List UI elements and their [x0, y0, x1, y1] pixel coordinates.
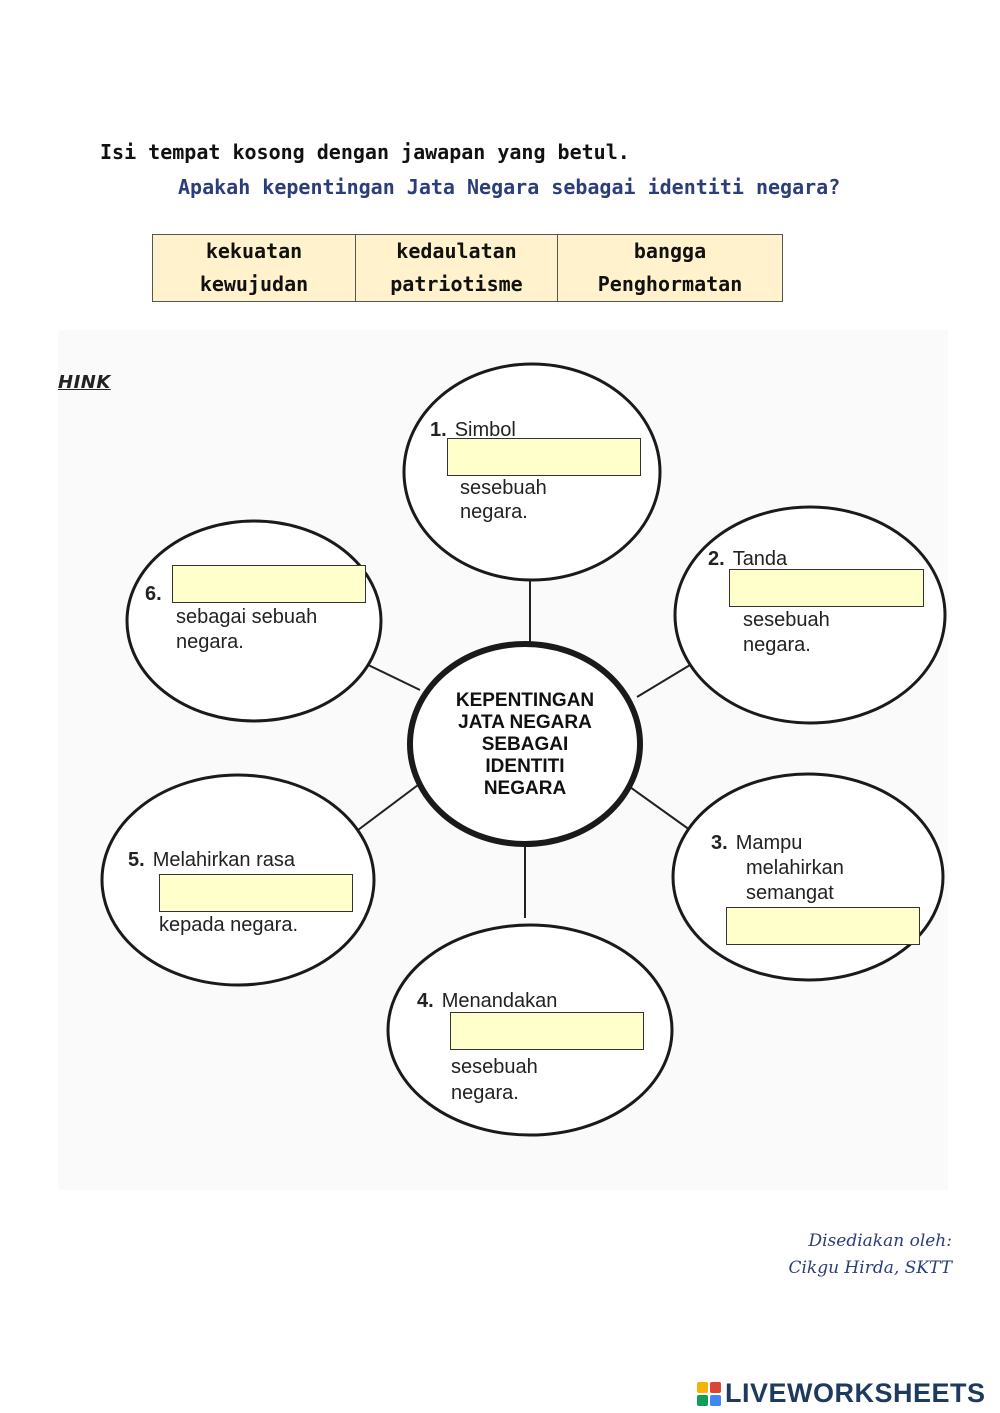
word-bank-word: kekuatan [205, 239, 303, 263]
bubble-2-after-2: negara. [743, 634, 811, 656]
brand-name: LIVEWORKSHEETS [725, 1378, 986, 1408]
bubble-2 [673, 505, 947, 725]
answer-box-5[interactable] [159, 874, 353, 912]
bubble-6-after-2: negara. [176, 631, 244, 653]
bubble-lead-text: Tanda [732, 548, 788, 570]
connector-line [357, 784, 419, 831]
bubble-number: 3. [711, 832, 728, 854]
bubble-6-after-1: sebagai sebuah [176, 606, 318, 628]
bubble-3-lead-2: melahirkan [746, 857, 844, 879]
word-bank-word: Penghormatan [597, 272, 743, 296]
brand-logo-icon [697, 1381, 721, 1406]
word-bank-cell: bangga Penghormatan [557, 234, 783, 302]
connector-line [636, 664, 691, 698]
bubble-5-lead: 5. Melahirkan rasa [128, 848, 295, 873]
center-title: KEPENTINGAN JATA NEGARA SEBAGAI IDENTITI… [425, 690, 625, 800]
brand-footer: LIVEWORKSHEETS [697, 1378, 986, 1409]
bubble-number: 2. [708, 548, 725, 570]
bubble-number: 1. [430, 419, 447, 441]
bubble-number: 4. [417, 990, 434, 1012]
bubble-6-number: 6. [145, 582, 170, 607]
center-title-line: JATA NEGARA [458, 712, 592, 733]
connector-line [361, 661, 421, 691]
bubble-number: 6. [145, 583, 162, 605]
center-title-line: SEBAGAI [481, 734, 569, 755]
instruction-text: Isi tempat kosong dengan jawapan yang be… [100, 140, 630, 164]
answer-box-1[interactable] [447, 438, 641, 476]
word-bank-table: kekuatan kewujudan kedaulatan patriotism… [152, 234, 783, 302]
bubble-1-lead: 1. Simbol [430, 418, 516, 443]
bubble-lead-text: Melahirkan rasa [152, 849, 295, 871]
credit-line: Cikgu Hirda, SKTT [788, 1258, 952, 1278]
center-title-line: KEPENTINGAN [455, 690, 595, 711]
bubble-4-after-2: negara. [451, 1082, 519, 1104]
center-bubble [407, 641, 643, 847]
credit-line: Disediakan oleh: [808, 1231, 952, 1251]
center-title-line: IDENTITI [485, 756, 565, 777]
bubble-4-after-1: sesebuah [451, 1056, 538, 1078]
answer-box-3[interactable] [726, 907, 920, 945]
answer-box-2[interactable] [729, 569, 924, 607]
word-bank-word: patriotisme [390, 272, 523, 296]
bubble-4-lead: 4. Menandakan [417, 989, 557, 1014]
word-bank-word: bangga [633, 239, 707, 263]
bubble-lead-text: Mampu [735, 832, 803, 854]
bubble-lead-text: Simbol [454, 419, 516, 441]
word-bank-word: kedaulatan [396, 239, 517, 263]
answer-box-4[interactable] [450, 1012, 644, 1050]
center-title-line: NEGARA [483, 778, 567, 799]
bubble-3-lead: 3. Mampu [711, 831, 802, 856]
bubble-3-lead-3: semangat [746, 882, 834, 904]
bubble-5-after-1: kepada negara. [159, 914, 299, 936]
bubble-2-lead: 2. Tanda [708, 547, 787, 572]
bubble-2-after-1: sesebuah [743, 609, 830, 631]
answer-box-6[interactable] [172, 565, 366, 603]
question-text: Apakah kepentingan Jata Negara sebagai i… [178, 175, 841, 199]
think-label: HINK [58, 372, 111, 393]
word-bank-word: kewujudan [199, 272, 309, 296]
credit-block: Disediakan oleh: Cikgu Hirda, SKTT [788, 1228, 952, 1282]
bubble-1-after-2: negara. [460, 501, 528, 523]
bubble-lead-text: Menandakan [441, 990, 558, 1012]
bubble-1-after-1: sesebuah [460, 477, 547, 499]
bubble-number: 5. [128, 849, 145, 871]
connector-line [629, 786, 691, 831]
